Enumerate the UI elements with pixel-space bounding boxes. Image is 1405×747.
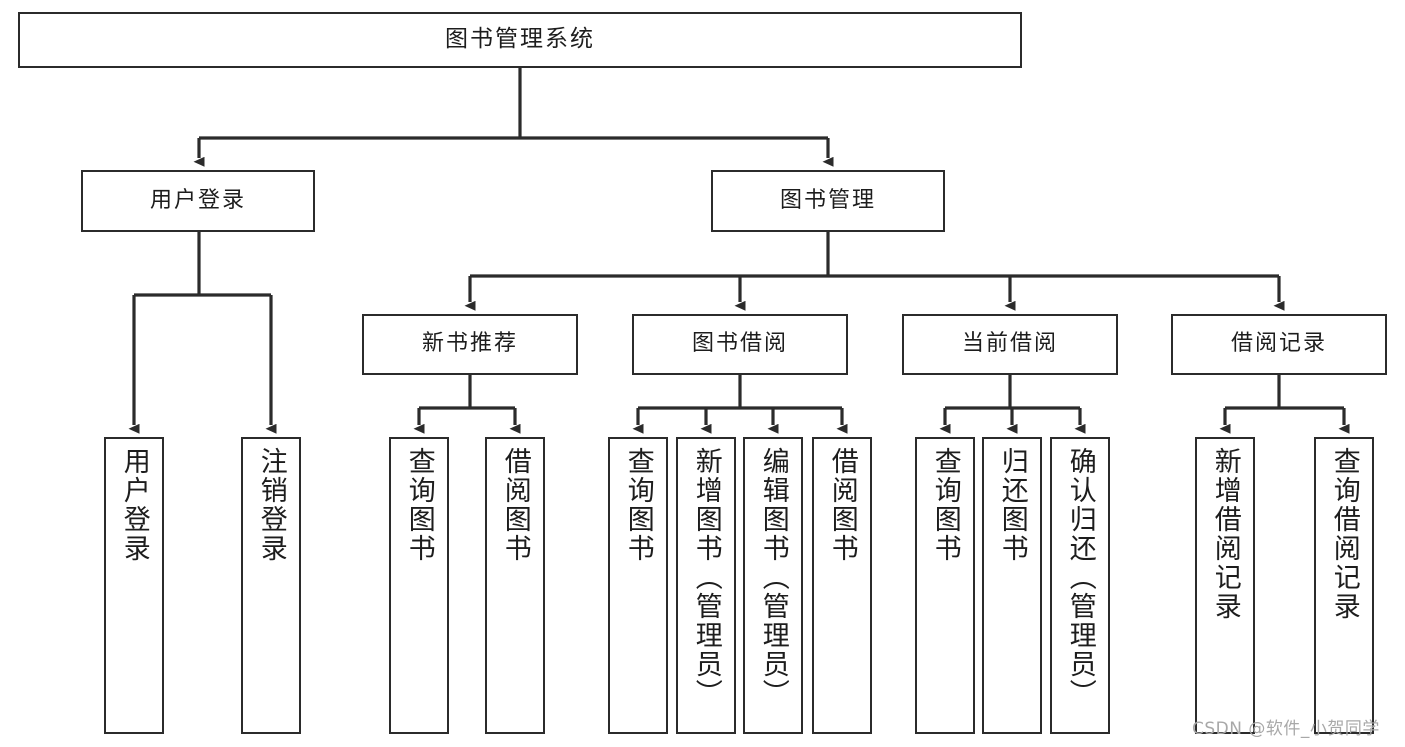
node-root-system[interactable]: 图书管理系统 bbox=[18, 12, 1022, 68]
leaf-return-book[interactable]: 归还图书 bbox=[982, 437, 1042, 734]
leaf-add-borrow-record[interactable]: 新增借阅记录 bbox=[1195, 437, 1255, 734]
node-label: 新书推荐 bbox=[421, 331, 518, 357]
leaf-edit-book-admin[interactable]: 编辑图书（管理员） bbox=[743, 437, 803, 734]
leaf-user-login[interactable]: 用户登录 bbox=[104, 437, 164, 734]
node-book-manage[interactable]: 图书管理 bbox=[711, 170, 945, 232]
node-label: 当前借阅 bbox=[961, 331, 1058, 357]
node-label: 新增图书（管理员） bbox=[690, 447, 722, 708]
leaf-confirm-return-admin[interactable]: 确认归还（管理员） bbox=[1050, 437, 1110, 734]
node-label: 查询图书 bbox=[403, 447, 435, 563]
node-book-borrow[interactable]: 图书借阅 bbox=[632, 314, 848, 375]
leaf-query-book-new-rec[interactable]: 查询图书 bbox=[389, 437, 449, 734]
node-label: 用户登录 bbox=[149, 187, 246, 213]
node-user-login[interactable]: 用户登录 bbox=[81, 170, 315, 232]
leaf-borrow-book[interactable]: 借阅图书 bbox=[812, 437, 872, 734]
node-label: 确认归还（管理员） bbox=[1064, 447, 1096, 708]
node-new-book-recommend[interactable]: 新书推荐 bbox=[362, 314, 578, 375]
node-label: 新增借阅记录 bbox=[1209, 447, 1241, 621]
leaf-add-book-admin[interactable]: 新增图书（管理员） bbox=[676, 437, 736, 734]
leaf-query-book-current[interactable]: 查询图书 bbox=[915, 437, 975, 734]
leaf-logout-login[interactable]: 注销登录 bbox=[241, 437, 301, 734]
node-label: 借阅图书 bbox=[826, 447, 858, 563]
leaf-borrow-book-new-rec[interactable]: 借阅图书 bbox=[485, 437, 545, 734]
node-label: 归还图书 bbox=[996, 447, 1028, 563]
node-label: 查询图书 bbox=[929, 447, 961, 563]
csdn-watermark: CSDN @软件_小贺同学 bbox=[1192, 719, 1380, 739]
node-label: 图书管理系统 bbox=[445, 26, 595, 53]
node-label: 用户登录 bbox=[118, 447, 150, 563]
node-label: 编辑图书（管理员） bbox=[757, 447, 789, 708]
leaf-query-book-borrow[interactable]: 查询图书 bbox=[608, 437, 668, 734]
node-label: 借阅记录 bbox=[1230, 331, 1327, 357]
node-label: 注销登录 bbox=[255, 447, 287, 563]
node-label: 借阅图书 bbox=[499, 447, 531, 563]
node-label: 查询借阅记录 bbox=[1328, 447, 1360, 621]
node-label: 图书借阅 bbox=[691, 331, 788, 357]
node-label: 查询图书 bbox=[622, 447, 654, 563]
node-label: 图书管理 bbox=[779, 187, 876, 213]
leaf-query-borrow-record[interactable]: 查询借阅记录 bbox=[1314, 437, 1374, 734]
node-current-borrow[interactable]: 当前借阅 bbox=[902, 314, 1118, 375]
node-borrow-record[interactable]: 借阅记录 bbox=[1171, 314, 1387, 375]
